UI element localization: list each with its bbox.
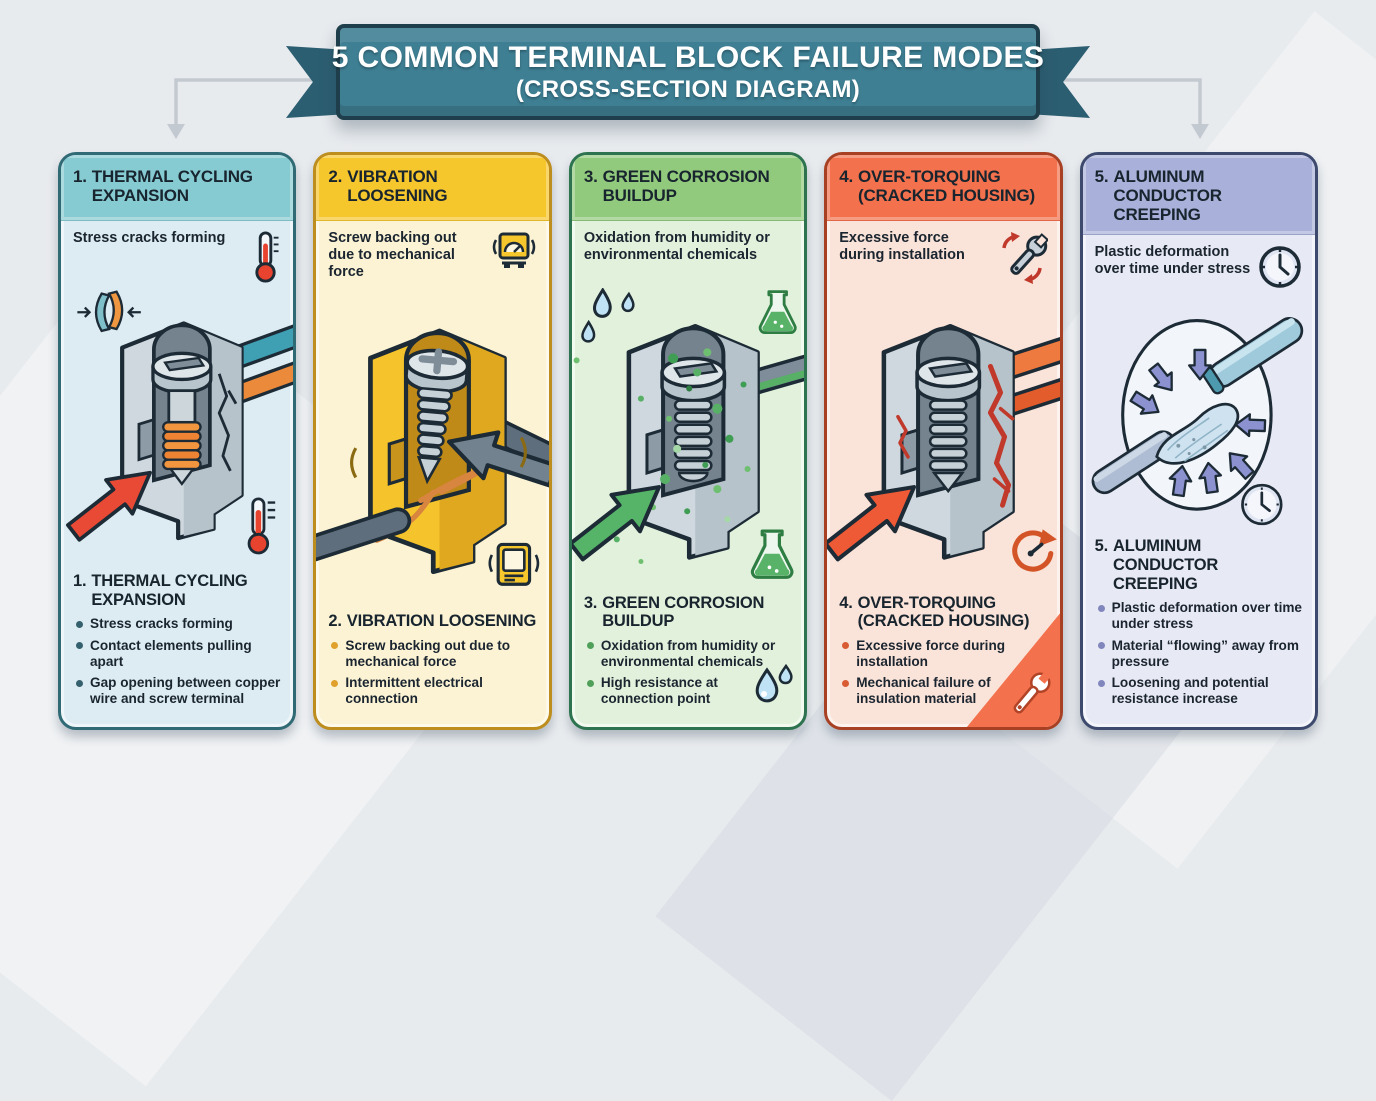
flask-icon [750,529,794,579]
bullet-item: Gap opening between copper wire and scre… [73,675,281,707]
corrosion-arrow [571,485,661,562]
panel-over-torquing: 4. OVER-TORQUING (CRACKED HOUSING) Exces… [824,152,1063,730]
panel-title: OVER-TORQUING (CRACKED HOUSING) [858,167,1035,206]
panel-header: 5. ALUMINUM CONDUCTOR CREEPING [1082,155,1316,235]
bullet-list: Screw backing out due to mechanical forc… [328,638,536,707]
wire-left [316,507,412,563]
panel-title: GREEN CORROSION BUILDUP [602,167,770,206]
panel-subtitle: Screw backing out due to mechanical forc… [328,230,457,281]
bullet-item: Loosening and potential resistance incre… [1095,675,1303,707]
vibration-machine-icon [488,542,540,586]
bullet-item: Screw backing out due to mechanical forc… [328,638,536,670]
bullet-item: Intermittent electrical connection [328,675,536,707]
wrench-rotation-icon [996,230,1048,286]
expansion-coil [162,421,202,486]
panel-subtitle: Excessive force during installation [839,230,965,264]
vibration-arrow [447,430,549,488]
failure-mode-panels: 1. THERMAL CYCLING EXPANSION Stress crac… [58,152,1319,730]
bullet-item: Plastic deformation over time under stre… [1095,600,1303,632]
summary-number: 4. [839,593,853,612]
panel-header: 3. GREEN CORROSION BUILDUP [571,155,805,221]
bullet-item: Mechanical failure of insulation materia… [839,675,1047,707]
ribbon-plate: 5 COMMON TERMINAL BLOCK FAILURE MODES (C… [332,24,1044,120]
wire-lower [1091,429,1176,494]
thermometer-icon [247,497,276,555]
summary-title: ALUMINUM CONDUCTOR CREEPING [1113,537,1219,593]
torque-arrow [827,485,917,562]
torque-gauge-icon [1012,529,1058,572]
panel-green-corrosion: 3. GREEN CORROSION BUILDUP Oxidation fro… [568,152,808,730]
panel-summary: 2. VIBRATION LOOSENING Screw backing out… [316,608,548,727]
panel-summary: 3. GREEN CORROSION BUILDUP Oxidation fro… [572,590,804,727]
bullet-item: High resistance at connection point [584,675,792,707]
bullet-item: Contact elements pulling apart [73,638,281,670]
panel-aluminum-creeping: 5. ALUMINUM CONDUCTOR CREEPING Plastic d… [1079,152,1319,730]
bullet-list: Stress cracks forming Contact elements p… [73,616,281,707]
panel-title: VIBRATION LOOSENING [347,167,448,206]
screw [404,348,470,485]
deformed-conductor [1154,402,1239,465]
summary-number: 5. [1094,537,1109,556]
bullet-list: Excessive force during installation Mech… [839,638,1047,707]
clock-icon [1240,483,1283,525]
water-drops-icon [750,663,794,719]
panel-title: ALUMINUM CONDUCTOR CREEPING [1113,167,1222,225]
summary-number: 2. [328,612,342,631]
page-title: 5 COMMON TERMINAL BLOCK FAILURE MODES [331,40,1045,74]
page-subtitle: (CROSS-SECTION DIAGRAM) [515,75,861,103]
panel-number: 1. [73,167,87,186]
bullet-list: Plastic deformation over time under stre… [1095,600,1303,707]
panel-title: THERMAL CYCLING EXPANSION [91,167,253,206]
panel-thermal-cycling: 1. THERMAL CYCLING EXPANSION Stress crac… [58,152,297,730]
crack-lines [896,363,1015,508]
illustration-green-corrosion [571,288,805,590]
panel-subtitle: Plastic deformation over time under stre… [1094,243,1251,277]
summary-title: GREEN CORROSION BUILDUP [602,593,765,631]
flask-icon [758,290,797,335]
bullet-item: Excessive force during installation [839,638,1047,670]
water-drops-icon [580,288,635,343]
illustration-over-torquing [827,288,1060,590]
stress-arrow [66,470,152,542]
summary-number: 1. [73,571,87,590]
summary-title: VIBRATION LOOSENING [346,612,537,631]
summary-title: THERMAL CYCLING EXPANSION [91,571,248,609]
panel-summary: 5. ALUMINUM CONDUCTOR CREEPING Plastic d… [1083,533,1315,727]
screw [660,356,726,483]
panel-header: 1. THERMAL CYCLING EXPANSION [61,155,294,221]
screw [915,356,982,494]
summary-title: OVER-TORQUING (CRACKED HOUSING) [857,593,1030,631]
corrosion-speckles [573,348,751,565]
illustration-vibration-loosening [316,288,549,608]
summary-number: 3. [583,593,598,612]
screw [151,351,213,424]
clock-icon [1257,244,1303,290]
panel-number: 5. [1094,167,1109,186]
panel-summary: 4. OVER-TORQUING (CRACKED HOUSING) Exces… [827,590,1059,727]
thermometer-icon [251,230,281,284]
wrench-icon [1013,670,1051,714]
vibration-machine-icon [491,230,537,274]
crack-lines [217,373,238,472]
panel-header: 4. OVER-TORQUING (CRACKED HOUSING) [827,155,1060,221]
vibration-marks [350,436,528,479]
bullet-item: Oxidation from humidity or environmental… [584,638,792,670]
panel-header: 2. VIBRATION LOOSENING [316,155,549,221]
panel-vibration-loosening: 2. VIBRATION LOOSENING Screw backing out… [313,152,552,730]
title-banner: 5 COMMON TERMINAL BLOCK FAILURE MODES (C… [286,24,1090,120]
panel-number: 3. [583,167,598,186]
bullet-item: Stress cracks forming [73,616,281,632]
panel-number: 4. [839,167,853,186]
bullet-item: Material “flowing” away from pressure [1095,638,1303,670]
bullet-list: Oxidation from humidity or environmental… [584,638,792,707]
compression-arrows [1129,348,1266,497]
panel-subtitle: Oxidation from humidity or environmental… [583,230,770,264]
illustration-thermal-cycling [61,288,294,568]
pinch-compression-icon [77,290,141,333]
panel-summary: 1. THERMAL CYCLING EXPANSION Stress crac… [61,568,293,727]
panel-subtitle: Stress cracks forming [73,230,226,246]
panel-number: 2. [328,167,343,186]
illustration-aluminum-creeping [1083,302,1315,534]
